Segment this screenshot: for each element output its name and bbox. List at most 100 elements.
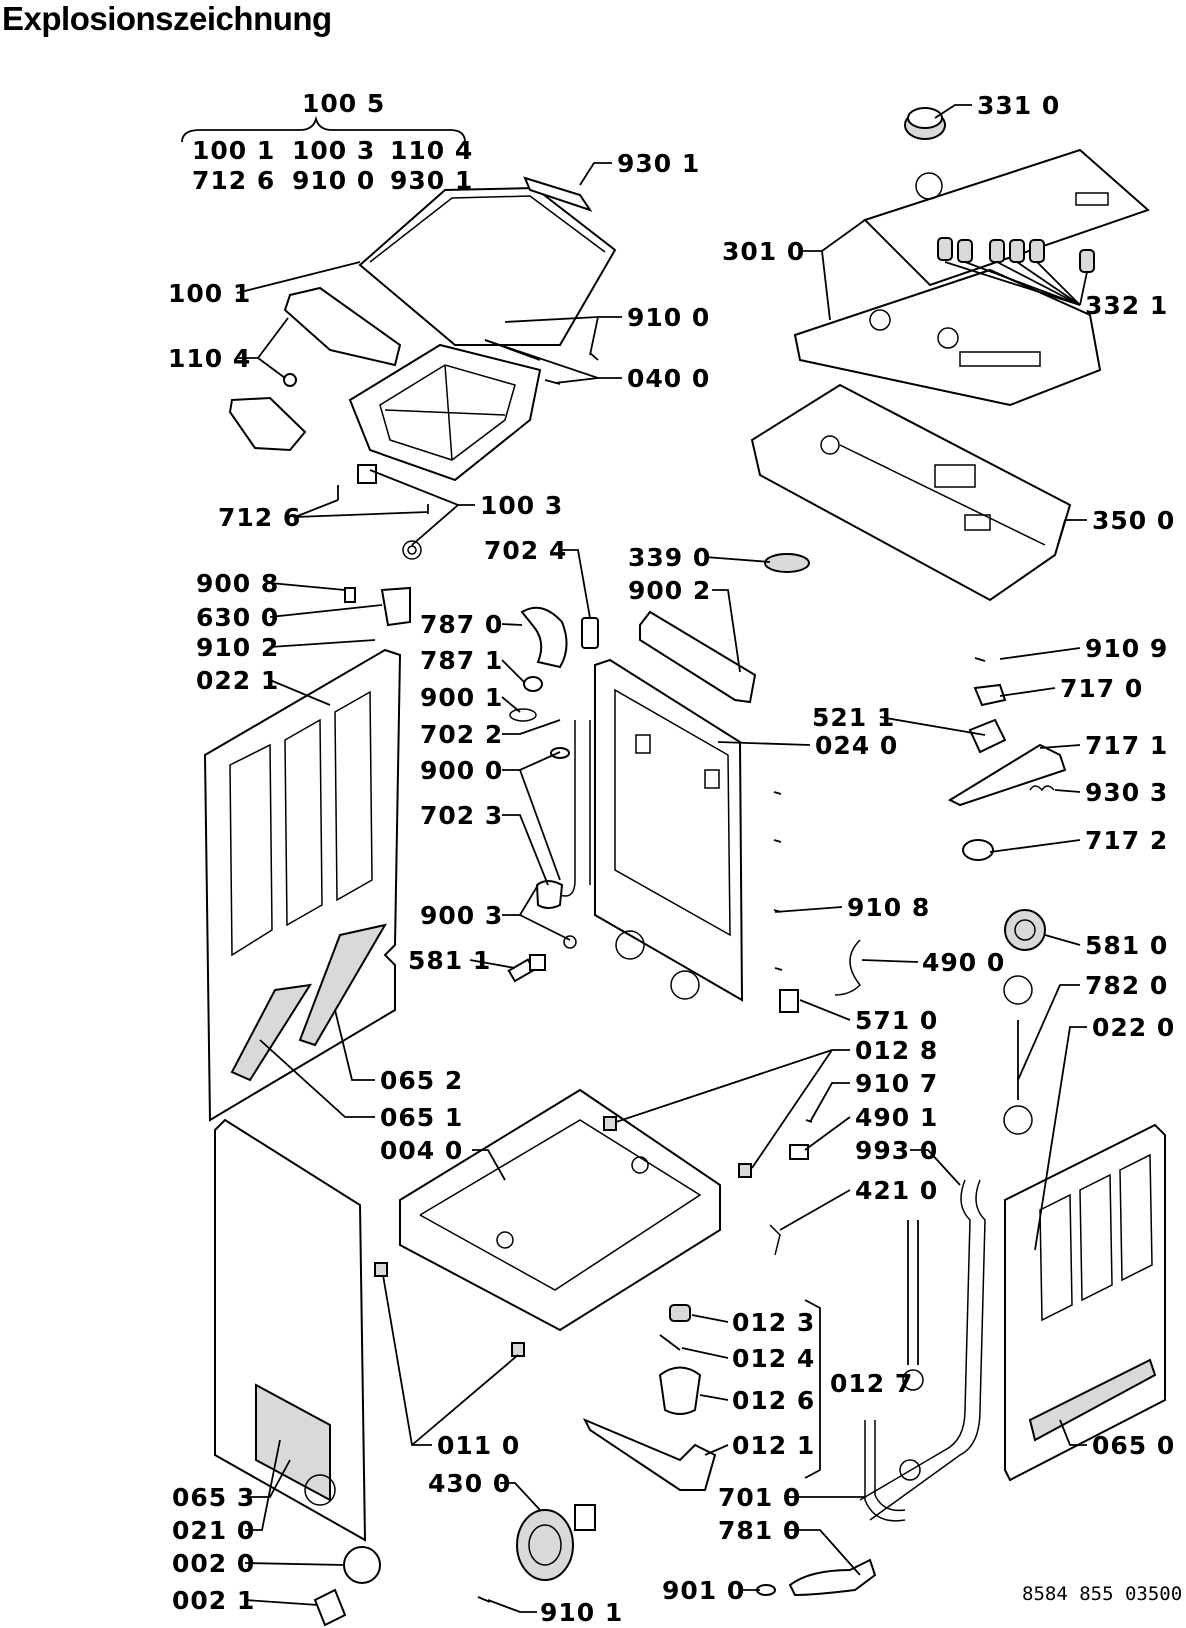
part-label: 012 1 <box>732 1431 815 1460</box>
pump-parts-drawing <box>582 1304 717 1491</box>
part-label: 339 0 <box>628 543 711 572</box>
part-label: 717 1 <box>1085 731 1168 760</box>
part-label: 630 0 <box>196 603 279 632</box>
part-label: 332 1 <box>1085 291 1168 320</box>
part-label: 421 0 <box>855 1176 938 1205</box>
hinge-strip-drawing <box>523 176 593 212</box>
part-label: 002 1 <box>172 1586 255 1615</box>
part-label: 787 0 <box>420 610 503 639</box>
base-frame-drawing <box>399 1088 721 1332</box>
power-cable-drawing <box>779 939 862 1013</box>
part-label: 004 0 <box>380 1136 463 1165</box>
knob-drawing <box>904 107 946 140</box>
part-label: 040 0 <box>627 364 710 393</box>
bottom-screw-drawing <box>477 1596 491 1603</box>
part-label: 490 0 <box>922 948 1005 977</box>
part-label: 900 1 <box>420 683 503 712</box>
part-label: 490 1 <box>855 1103 938 1132</box>
tube-drawing <box>581 617 599 649</box>
part-labels: 100 5 100 1 100 3 110 4 712 6 910 0 930 … <box>168 89 1182 1627</box>
door-drawing <box>313 1546 381 1627</box>
part-label: 717 2 <box>1085 826 1168 855</box>
part-label: 702 3 <box>420 801 503 830</box>
valve-drawing <box>507 954 546 983</box>
feet-drawing <box>374 1116 752 1357</box>
part-label: 012 6 <box>732 1386 815 1415</box>
part-label: 910 0 <box>627 303 710 332</box>
top-frame-drawing <box>348 343 542 482</box>
drain-hose-drawing <box>859 1179 986 1521</box>
inlet-hose-drawing <box>864 1220 924 1522</box>
part-label: 910 1 <box>540 1598 623 1627</box>
part-label: 701 0 <box>718 1483 801 1512</box>
part-label: 100 3 <box>292 136 375 165</box>
drain-pump-drawing <box>516 1504 596 1581</box>
part-label: 024 0 <box>815 731 898 760</box>
outlet-hose-drawing <box>788 1558 877 1597</box>
part-label: 100 1 <box>168 279 251 308</box>
part-label: 910 0 <box>292 166 375 195</box>
part-label: 901 0 <box>662 1576 745 1605</box>
part-label: 331 0 <box>977 91 1060 120</box>
hoses-drawing <box>535 720 591 949</box>
part-label: 930 1 <box>617 149 700 178</box>
lever-assembly-drawing <box>947 683 1067 861</box>
part-label: 065 2 <box>380 1066 463 1095</box>
part-label: 350 0 <box>1092 506 1175 535</box>
part-label: 012 4 <box>732 1344 815 1373</box>
part-label: 782 0 <box>1085 971 1168 1000</box>
part-label: 581 0 <box>1085 931 1168 960</box>
part-label: 110 4 <box>168 344 251 373</box>
part-label: 581 1 <box>408 946 491 975</box>
part-label: 065 3 <box>172 1483 255 1512</box>
part-label: 100 1 <box>192 136 275 165</box>
part-label: 100 5 <box>302 89 385 118</box>
part-label: 787 1 <box>420 646 503 675</box>
document-number: 8584 855 03500 <box>1022 1583 1182 1605</box>
part-label: 781 0 <box>718 1516 801 1545</box>
part-label: 012 3 <box>732 1308 815 1337</box>
clip-and-block-drawing <box>344 586 411 627</box>
part-label: 900 2 <box>628 576 711 605</box>
part-label: 717 0 <box>1060 674 1143 703</box>
panel-buttons-drawing <box>937 237 1095 273</box>
part-label: 301 0 <box>722 237 805 266</box>
bracket-drawing <box>639 610 757 704</box>
screws-drawing <box>773 657 986 971</box>
part-label: 022 0 <box>1092 1013 1175 1042</box>
part-label: 002 0 <box>172 1549 255 1578</box>
part-label: 110 4 <box>390 136 473 165</box>
pulley-drawing <box>1004 909 1046 951</box>
part-label: 910 7 <box>855 1069 938 1098</box>
part-label: 021 0 <box>172 1516 255 1545</box>
part-label: 910 2 <box>196 633 279 662</box>
part-label: 930 1 <box>390 166 473 195</box>
part-label: 430 0 <box>428 1469 511 1498</box>
part-label: 910 9 <box>1085 634 1168 663</box>
part-label: 900 3 <box>420 901 503 930</box>
part-label: 712 6 <box>218 503 301 532</box>
part-label: 702 2 <box>420 720 503 749</box>
control-panel-drawing <box>793 148 1150 407</box>
top-lid-drawing <box>358 186 617 346</box>
small-connectors-drawing <box>769 1119 813 1256</box>
part-label: 065 1 <box>380 1103 463 1132</box>
part-label: 011 0 <box>437 1431 520 1460</box>
part-label: 900 0 <box>420 756 503 785</box>
part-label: 930 3 <box>1085 778 1168 807</box>
bellows-hose-drawing <box>509 606 568 722</box>
part-label: 993 0 <box>855 1136 938 1165</box>
lid-lock-drawing <box>337 464 429 560</box>
leader-lines <box>181 104 1088 1613</box>
rod-drawing <box>1003 975 1033 1135</box>
part-label: 012 7 <box>830 1369 913 1398</box>
right-side-panel-drawing <box>1004 1123 1166 1482</box>
part-label: 910 8 <box>847 893 930 922</box>
part-label: 702 4 <box>484 536 567 565</box>
part-label: 571 0 <box>855 1006 938 1035</box>
front-trim-drawing <box>228 286 402 452</box>
front-panel-drawing <box>214 1118 367 1542</box>
part-label: 900 8 <box>196 569 279 598</box>
cap-drawing <box>764 553 810 573</box>
